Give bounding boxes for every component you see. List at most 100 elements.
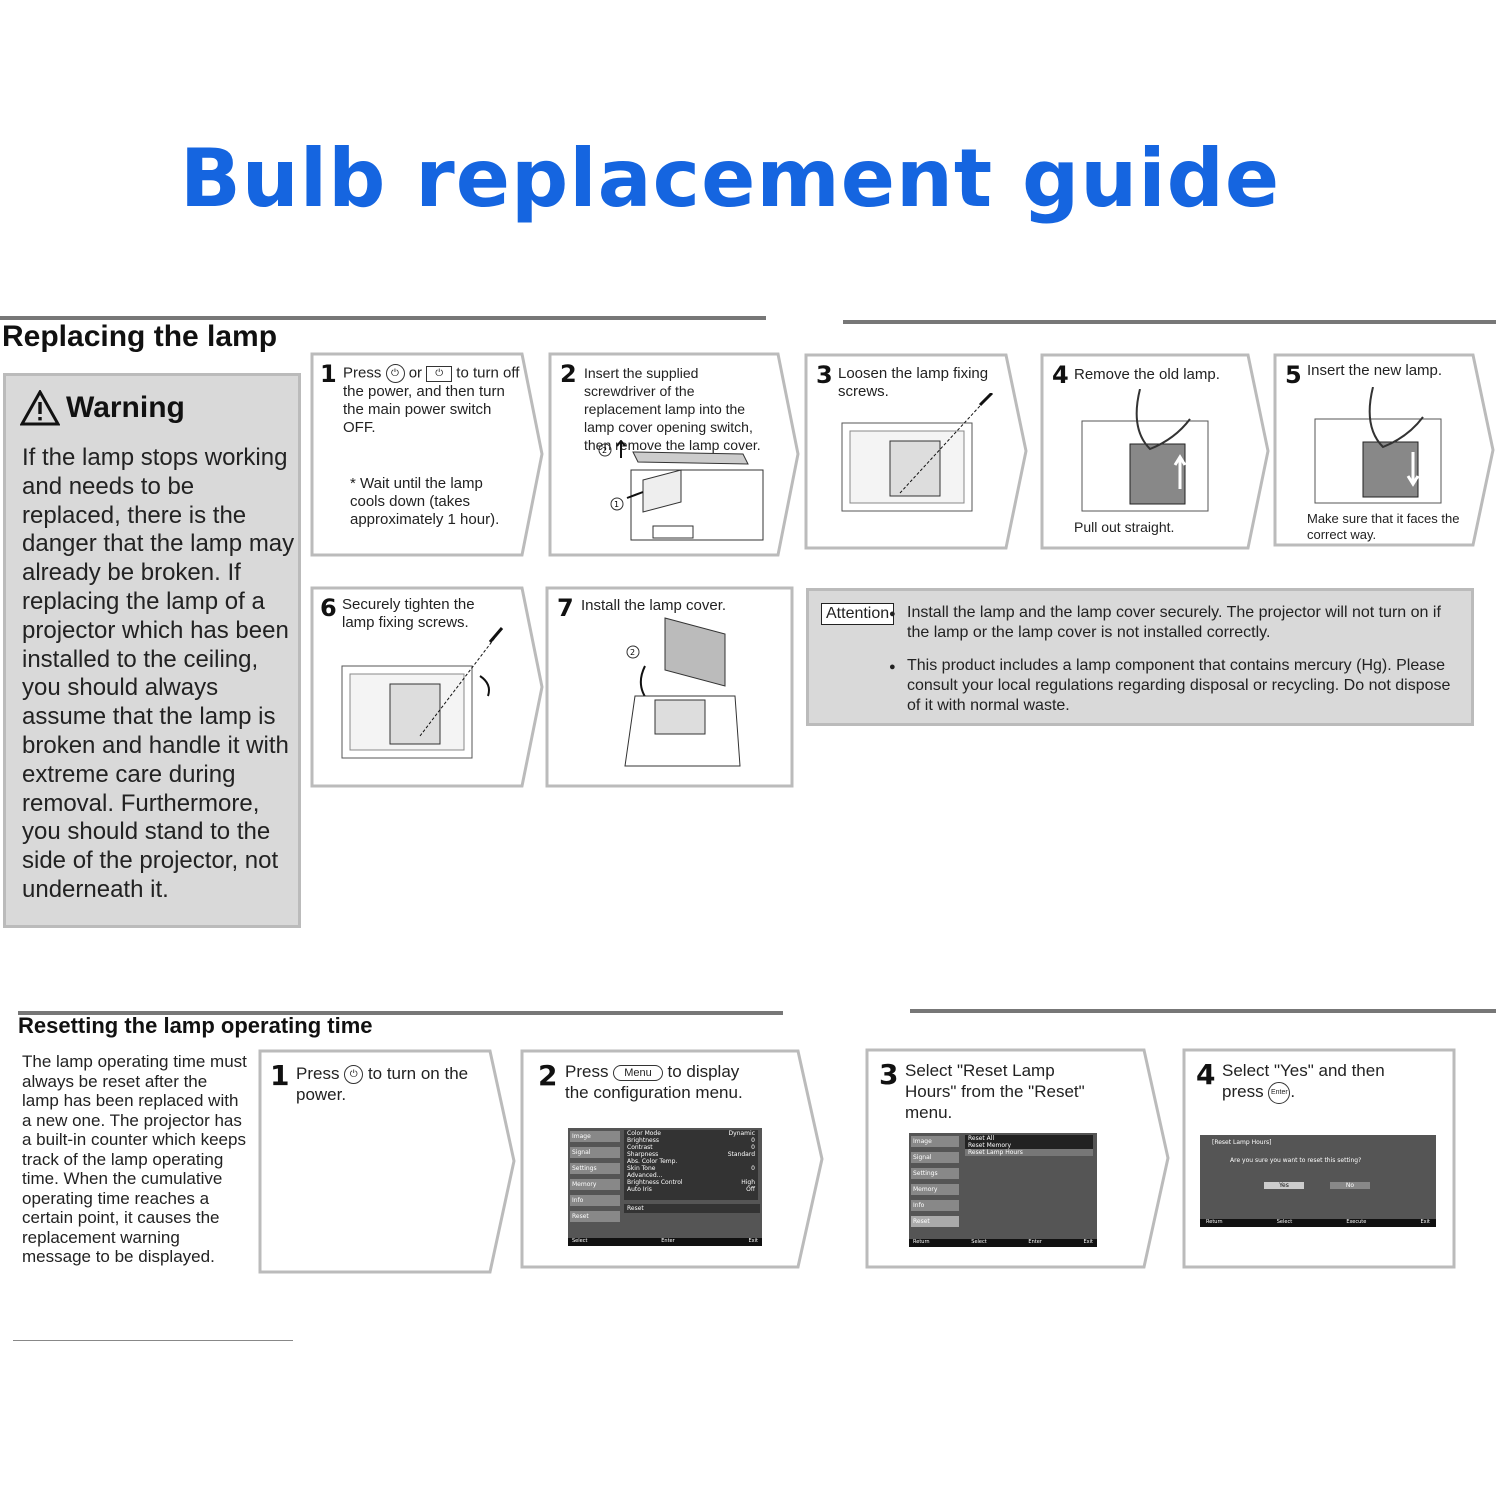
warning-title: Warning bbox=[66, 391, 185, 424]
step-number: 6 bbox=[320, 594, 337, 622]
step-text: Install the lamp cover. bbox=[581, 597, 727, 614]
section-heading-resetting: Resetting the lamp operating time bbox=[18, 1013, 373, 1038]
step-text-a: Select "Yes" and then press bbox=[1222, 1061, 1385, 1101]
menu-value: 0 bbox=[751, 1144, 755, 1151]
section-heading-replacing: Replacing the lamp bbox=[2, 320, 278, 353]
dialog-question: Are you sure you want to reset this sett… bbox=[1230, 1157, 1362, 1164]
menu-row: Auto Iris bbox=[627, 1186, 652, 1193]
menu-sidebar: Image Signal Settings Memory Info Reset bbox=[570, 1130, 620, 1227]
step-text: Press Menu to display the configuration … bbox=[565, 1061, 765, 1103]
svg-text:2: 2 bbox=[630, 648, 635, 657]
step-card-7: 7 Install the lamp cover. 2 1 bbox=[545, 586, 794, 788]
step-text-b: . bbox=[1290, 1082, 1296, 1101]
dialog-title: [Reset Lamp Hours] bbox=[1212, 1139, 1272, 1146]
step-card-5: 5 Insert the new lamp. Make sure that it… bbox=[1273, 353, 1495, 547]
footer-item: Return bbox=[913, 1239, 930, 1245]
menu-row: Reset All bbox=[968, 1135, 995, 1142]
step-number: 1 bbox=[320, 360, 337, 388]
reset-step-card-1: 1 Press ⏻ to turn on the power. bbox=[258, 1049, 516, 1274]
step-number: 3 bbox=[879, 1058, 899, 1091]
divider bbox=[13, 1340, 293, 1341]
menu-row-selected: Reset Lamp Hours bbox=[965, 1149, 1093, 1156]
menu-value: Standard bbox=[727, 1151, 755, 1158]
reset-menu-screen: Image Signal Settings Memory Info Reset … bbox=[909, 1133, 1097, 1247]
menu-value: Dynamic bbox=[728, 1130, 755, 1137]
menu-row: Brightness bbox=[627, 1137, 659, 1144]
step-text: Securely tighten the lamp fixing screws. bbox=[342, 596, 475, 631]
menu-tab: Image bbox=[570, 1131, 620, 1142]
menu-tab: Settings bbox=[911, 1168, 959, 1179]
tighten-screws-illustration bbox=[341, 627, 504, 759]
config-menu-screen: Image Signal Settings Memory Info Reset … bbox=[568, 1128, 762, 1246]
footer-item: Exit bbox=[1420, 1219, 1430, 1225]
menu-footer: Return Select Execute Exit bbox=[1200, 1219, 1436, 1227]
section-rule bbox=[910, 1009, 1496, 1013]
menu-key-icon: Menu bbox=[613, 1064, 663, 1081]
footer-item: Select bbox=[1276, 1219, 1293, 1225]
attention-panel: Attention Install the lamp and the lamp … bbox=[806, 588, 1474, 726]
step-text-b: to display the configuration menu. bbox=[565, 1062, 743, 1102]
menu-row: Abs. Color Temp. bbox=[627, 1158, 678, 1165]
svg-text:1: 1 bbox=[614, 500, 619, 509]
confirm-dialog-screen: [Reset Lamp Hours] Are you sure you want… bbox=[1200, 1135, 1436, 1227]
no-button[interactable]: No bbox=[1330, 1182, 1370, 1189]
power-icon: ⏻ bbox=[385, 364, 405, 383]
footer-item: Execute bbox=[1346, 1219, 1367, 1225]
step-text: Insert the supplied screwdriver of the r… bbox=[584, 365, 761, 453]
power-button-icon: ⏻ bbox=[426, 365, 453, 382]
menu-panel: Reset All Reset Memory Reset Lamp Hours bbox=[965, 1135, 1093, 1156]
step-text: Select "Yes" and then press Enter. bbox=[1222, 1060, 1422, 1104]
warning-text: If the lamp stops working and needs to b… bbox=[22, 444, 295, 903]
reset-step-card-2: 2 Press Menu to display the configuratio… bbox=[520, 1049, 824, 1269]
step-note: * Wait until the lamp cools down (takes … bbox=[350, 475, 500, 528]
menu-tab: Signal bbox=[911, 1152, 959, 1163]
menu-tab: Info bbox=[911, 1200, 959, 1211]
attention-label: Attention bbox=[821, 603, 895, 625]
attention-item: This product includes a lamp component t… bbox=[889, 656, 1457, 716]
insert-lamp-illustration bbox=[1314, 387, 1442, 504]
footer-item: Return bbox=[1206, 1219, 1223, 1225]
menu-row: Sharpness bbox=[627, 1151, 659, 1158]
menu-value: Off bbox=[746, 1186, 755, 1193]
menu-footer: Return Select Enter Exit bbox=[909, 1239, 1097, 1247]
footer-item: Select bbox=[971, 1239, 987, 1245]
step-number: 2 bbox=[538, 1059, 558, 1092]
loosen-screws-illustration bbox=[841, 393, 994, 512]
step-number: 1 bbox=[270, 1059, 290, 1092]
step-text: Loosen the lamp fixing screws. bbox=[838, 365, 989, 400]
section-rule bbox=[0, 316, 766, 320]
step-text: Select "Reset Lamp Hours" from the "Rese… bbox=[905, 1061, 1085, 1122]
warning-icon bbox=[20, 390, 60, 426]
attention-item: Install the lamp and the lamp cover secu… bbox=[889, 603, 1457, 643]
menu-reset-row: Reset bbox=[624, 1204, 760, 1213]
step-number: 3 bbox=[816, 361, 833, 389]
menu-tab: Image bbox=[911, 1136, 959, 1147]
step-caption: Pull out straight. bbox=[1074, 519, 1175, 535]
step-text-or: or bbox=[408, 364, 423, 382]
menu-row: Reset Memory bbox=[968, 1142, 1012, 1149]
install-cover-illustration: 2 1 bbox=[624, 617, 741, 767]
menu-value: 0 bbox=[751, 1165, 755, 1172]
step-text-a: Press bbox=[565, 1062, 609, 1081]
step-card-4: 4 Remove the old lamp. Pull out straight… bbox=[1040, 353, 1270, 550]
yes-button[interactable]: Yes bbox=[1264, 1182, 1304, 1189]
menu-row: Contrast bbox=[627, 1144, 653, 1151]
menu-footer: Select Enter Exit bbox=[568, 1238, 762, 1246]
footer-item: Enter bbox=[661, 1238, 675, 1244]
step-number: 7 bbox=[557, 594, 574, 622]
menu-tab: Reset bbox=[570, 1211, 620, 1222]
menu-row: Skin Tone bbox=[627, 1165, 656, 1172]
power-icon: ⏻ bbox=[344, 1065, 364, 1085]
menu-tab: Reset bbox=[911, 1216, 959, 1227]
menu-tab: Memory bbox=[911, 1184, 959, 1195]
step-text-b: to turn on the power. bbox=[296, 1064, 469, 1105]
menu-value: 0 bbox=[751, 1137, 755, 1144]
step-text: Press ⏻ to turn on the power. bbox=[296, 1063, 476, 1105]
step-text-a: Press bbox=[343, 364, 382, 382]
step-number: 4 bbox=[1052, 361, 1069, 389]
step-card-2: 2 Insert the supplied screwdriver of the… bbox=[548, 352, 800, 557]
warning-panel: Warning If the lamp stops working and ne… bbox=[3, 373, 301, 928]
footer-item: Select bbox=[572, 1238, 588, 1244]
step-number: 5 bbox=[1285, 361, 1302, 389]
